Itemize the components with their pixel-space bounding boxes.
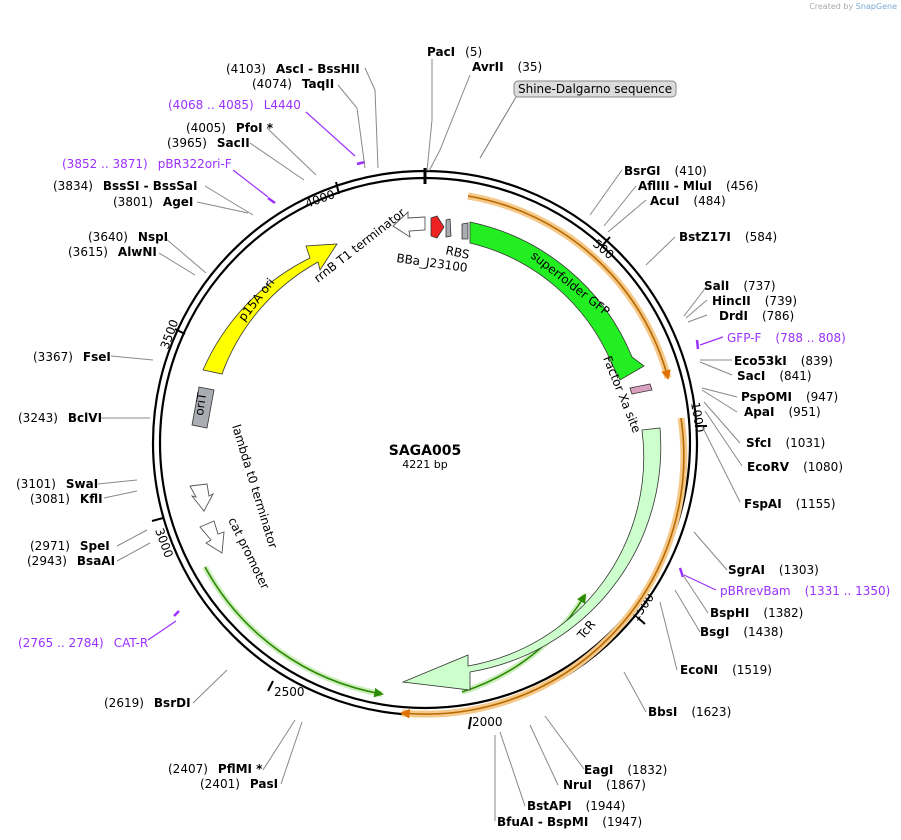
- label-shine-dalgarno: Shine-Dalgarno sequence: [518, 82, 672, 96]
- snapgene-credit: Created by SnapGene: [809, 2, 897, 11]
- site-drdi: DrdI(786): [719, 309, 794, 323]
- site-bsaai: (2943)BsaAI: [27, 554, 115, 568]
- site-spei: (2971)SpeI: [30, 539, 110, 553]
- label-rbs: RBS: [444, 243, 470, 262]
- feature-lambda-terminator: [189, 483, 215, 512]
- site-pfoi: (4005)PfoI *: [186, 121, 274, 135]
- tick-marks: [151, 181, 707, 730]
- leader-shine-dalgarno: [479, 96, 517, 159]
- tick-label-2000: 2000: [472, 715, 503, 729]
- site-apai: ApaI(951): [744, 405, 821, 419]
- site-eco53ki: Eco53kI(839): [734, 354, 833, 368]
- primer-pbr322ori-f: (3852 .. 3871)pBR322ori-F: [62, 157, 232, 171]
- site-avrii: AvrII(35): [472, 60, 542, 74]
- site-bbsi: BbsI(1623): [648, 705, 731, 719]
- primer-markers: [147, 111, 724, 641]
- feature-superfolder-gfp: [469, 221, 645, 381]
- restriction-site-labels: PacI(5) AvrII(35) BsrGI(410) AflIII - Ml…: [16, 45, 843, 829]
- primer-pbrrevbam: pBRrevBam(1331 .. 1350): [720, 584, 890, 598]
- primer-l4440: (4068 .. 4085)L4440: [168, 98, 301, 112]
- label-orit: oriT: [192, 391, 209, 416]
- feature-tcr: [401, 427, 662, 691]
- site-sacii: (3965)SacII: [167, 136, 250, 150]
- feature-rrnb-terminator: [392, 210, 426, 238]
- site-bsgi: BsgI(1438): [700, 625, 783, 639]
- site-fspai: FspAI(1155): [744, 497, 836, 511]
- feature-cat-promoter: [199, 520, 225, 554]
- feature-bba-j23100: [445, 218, 452, 238]
- site-swai: (3101)SwaI: [16, 477, 98, 491]
- feature-factor-xa: [629, 383, 653, 395]
- site-bstz17i: BstZ17I(584): [679, 230, 777, 244]
- site-sgrai: SgrAI(1303): [728, 563, 819, 577]
- site-fsei: (3367)FseI: [33, 350, 111, 364]
- site-eagi: EagI(1832): [584, 763, 667, 777]
- feature-p15a-ori: [202, 243, 338, 375]
- site-ecorv: EcoRV(1080): [747, 460, 843, 474]
- orf-arc-inner: [461, 593, 586, 693]
- site-saci: SacI(841): [737, 369, 812, 383]
- site-bstapi: BstAPI(1944): [527, 799, 625, 813]
- orf-arc-inner-halo: [461, 593, 588, 695]
- site-hincii: HincII(739): [712, 294, 797, 308]
- site-asci-bsshii: (4103)AscI - BssHII: [226, 62, 360, 76]
- primer-gfp-f: GFP-F(788 .. 808): [727, 331, 846, 345]
- site-agei: (3801)AgeI: [113, 195, 193, 209]
- site-pspomi: PspOMI(947): [741, 390, 838, 404]
- site-acui: AcuI(484): [650, 194, 726, 208]
- plasmid-length: 4221 bp: [402, 458, 447, 471]
- site-bsrgi: BsrGI(410): [624, 164, 707, 178]
- site-bfuai-bspmi: BfuAI - BspMI(1947): [497, 815, 642, 829]
- site-taqii: (4074)TaqII: [252, 77, 334, 91]
- site-nspi: (3640)NspI: [88, 230, 168, 244]
- orf-arc-tcr: [400, 417, 685, 719]
- tick-label-1000: 1000: [688, 401, 707, 434]
- primer-labels: (4068 .. 4085)L4440 (3852 .. 3871)pBR322…: [18, 98, 890, 650]
- label-p15a-ori: p15A ori: [235, 275, 277, 323]
- site-kfli: (3081)KflI: [30, 492, 103, 506]
- primer-cat-r: (2765 .. 2784)CAT-R: [18, 636, 148, 650]
- feature-shine-dalgarno: [461, 222, 469, 240]
- site-alwni: (3615)AlwNI: [68, 245, 157, 259]
- site-bsrdi: (2619)BsrDI: [104, 696, 191, 710]
- site-pasi: (2401)PasI: [200, 777, 278, 791]
- site-sfci: SfcI(1031): [746, 436, 825, 450]
- orf-arc-cat: [204, 566, 384, 698]
- orf-arc-cat-halo: [202, 565, 383, 697]
- snapgene-logo: SnapGene: [855, 2, 897, 11]
- tick-label-3000: 3000: [152, 526, 176, 559]
- site-bclvi: (3243)BclVI: [18, 411, 102, 425]
- site-paci: PacI(5): [427, 45, 482, 59]
- orf-arc-gfp: [467, 195, 671, 380]
- site-bsphi: BspHI(1382): [710, 606, 803, 620]
- site-pflmi: (2407)PflMI *: [168, 762, 263, 776]
- tick-label-2500: 2500: [274, 685, 305, 699]
- site-sali: SalI(737): [704, 279, 776, 293]
- plasmid-name: SAGA005: [389, 443, 461, 459]
- site-aflIII-mlui: AflIII - MluI(456): [638, 179, 758, 193]
- feature-rbs: [430, 215, 445, 239]
- site-nrui: NruI(1867): [563, 778, 646, 792]
- site-leader-lines: [97, 59, 743, 821]
- site-bsssi-bsssai: (3834)BssSI - BssSaI: [53, 179, 197, 193]
- tick-label-4000: 4000: [303, 187, 336, 211]
- site-econi: EcoNI(1519): [680, 663, 772, 677]
- feature-orit: [191, 386, 215, 429]
- shine-dalgarno-box: [513, 80, 677, 98]
